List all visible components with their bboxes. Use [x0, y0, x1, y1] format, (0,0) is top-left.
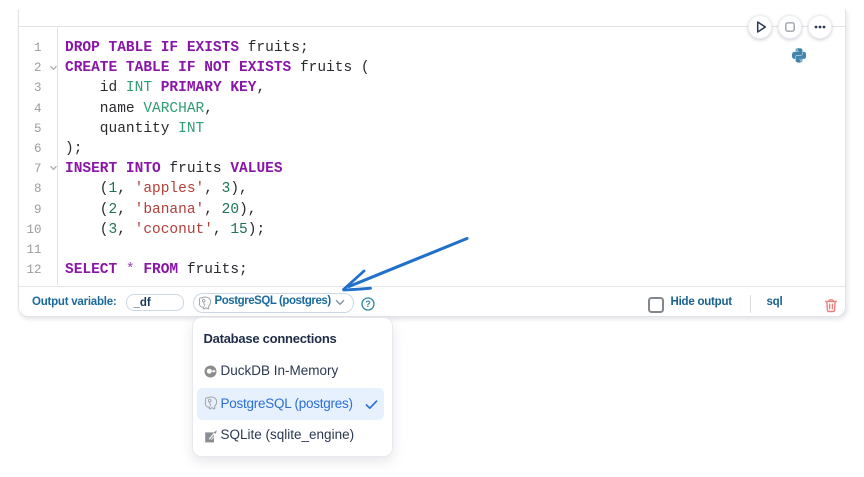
svg-text:?: ?	[365, 299, 371, 309]
